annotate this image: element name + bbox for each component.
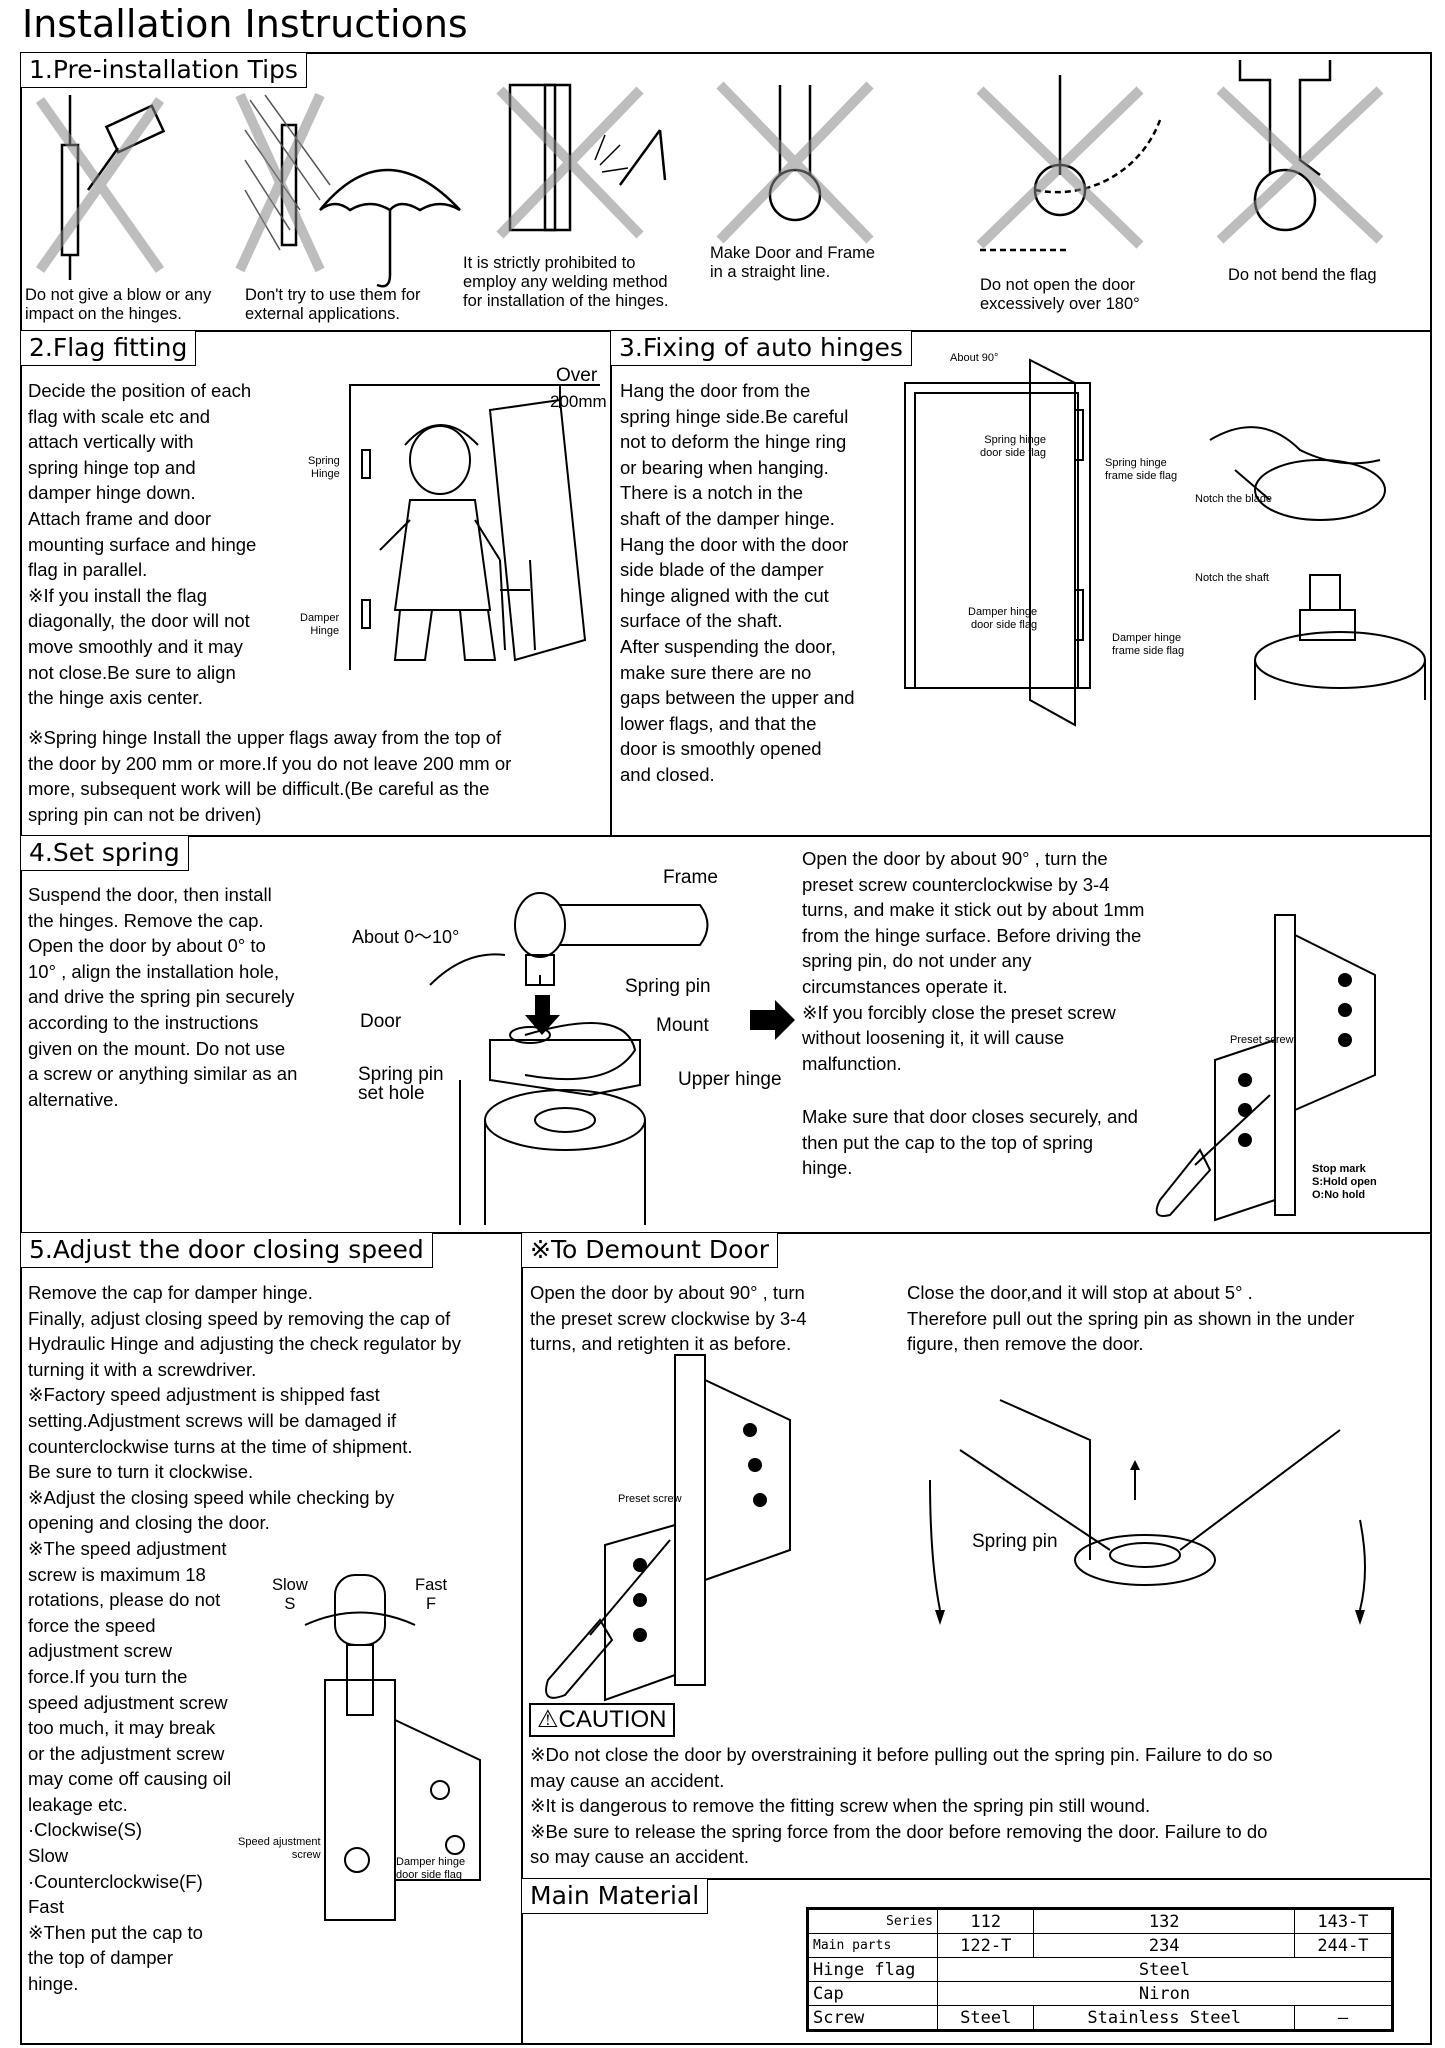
- section-6-label: ※To Demount Door: [522, 1233, 779, 1268]
- slow-label: Slow S: [272, 1576, 308, 1613]
- section-5-label: 5.Adjust the door closing speed: [21, 1233, 433, 1268]
- upper-hinge-label: Upper hinge: [678, 1069, 782, 1090]
- spring-pin-set-hole-label: Spring pin set hole: [358, 1064, 444, 1104]
- preset-screw-label: Preset screw: [1230, 1034, 1294, 1046]
- frame-label: Frame: [663, 867, 718, 888]
- section-2-label: 2.Flag fitting: [21, 331, 197, 366]
- table-cell: 143-T: [1293, 1908, 1394, 1934]
- spring-hinge-label: Spring Hinge: [308, 455, 340, 480]
- stop-mark-label: Stop mark S:Hold open O:No hold: [1312, 1163, 1377, 1201]
- notch-shaft-label: Notch the shaft: [1195, 572, 1269, 584]
- mount-label: Mount: [656, 1015, 709, 1036]
- caution-badge: ⚠CAUTION: [529, 1703, 675, 1737]
- set-spring-text-right-2: Make sure that door closes securely, and…: [802, 1106, 1138, 1179]
- table-cell: Niron: [937, 1981, 1393, 2006]
- flag-fitting-text: Decide the position of each flag with sc…: [28, 380, 257, 709]
- series-header: Series: [807, 1908, 938, 1934]
- instruction-frame: [20, 52, 1432, 2045]
- about-90-label: About 90°: [950, 352, 999, 364]
- table-cell: 122-T: [936, 1933, 1035, 1958]
- pre-installation-illustrations: [35, 60, 1384, 288]
- divider: [521, 1232, 523, 2045]
- part-name: Hinge flag: [807, 1957, 938, 1982]
- tip-caption-6: Do not bend the flag: [1228, 266, 1377, 284]
- section-4-label: 4.Set spring: [21, 836, 189, 871]
- table-cell: Steel: [936, 2005, 1035, 2031]
- table-cell: 234: [1033, 1933, 1295, 1958]
- divider: [521, 1878, 1432, 1880]
- section-1-label: 1.Pre-installation Tips: [21, 53, 307, 88]
- flag-fitting-illustration: [349, 384, 600, 670]
- table-cell: —: [1293, 2005, 1394, 2031]
- set-spring-illustration: [429, 892, 1376, 1225]
- fixing-text: Hang the door from the spring hinge side…: [620, 380, 855, 785]
- over-label: Over: [556, 365, 598, 386]
- material-table: Series 112 132 143-T Main parts 122-T 23…: [806, 1907, 1394, 2032]
- tip-caption-4: Make Door and Frame in a straight line.: [710, 244, 876, 281]
- section-7-label: Main Material: [522, 1879, 709, 1914]
- tip-caption-1: Do not give a blow or any impact on the …: [25, 286, 212, 323]
- part-name: Screw: [807, 2005, 938, 2031]
- tip-caption-3: It is strictly prohibited to employ any …: [463, 254, 669, 310]
- demount-text-right: Close the door,and it will stop at about…: [907, 1282, 1355, 1355]
- demount-text-left: Open the door by about 90° , turn the pr…: [530, 1282, 807, 1355]
- table-cell: 112: [936, 1908, 1035, 1934]
- damper-frame-flag-label: Damper hinge frame side flag: [1112, 632, 1185, 657]
- table-cell: Steel: [937, 1957, 1393, 1982]
- spring-door-flag-label: Spring hinge door side flag: [980, 434, 1047, 459]
- mm-label: 200mm: [550, 392, 607, 411]
- speed-screw-label: Speed ajustment screw: [238, 1836, 321, 1861]
- door-label: Door: [360, 1011, 402, 1032]
- tip-caption-2: Don't try to use them for external appli…: [245, 286, 421, 323]
- tip-caption-5: Do not open the door excessively over 18…: [980, 276, 1140, 313]
- fast-label: Fast F: [415, 1576, 448, 1613]
- set-spring-text-right: Open the door by about 90° , turn the pr…: [802, 848, 1145, 1074]
- adjust-speed-text: Remove the cap for damper hinge. Finally…: [28, 1282, 461, 1995]
- set-spring-text: Suspend the door, then install the hinge…: [28, 884, 298, 1110]
- table-cell: 244-T: [1293, 1933, 1394, 1958]
- divider: [20, 835, 1432, 837]
- spring-frame-flag-label: Spring hinge frame side flag: [1105, 457, 1178, 482]
- section-3-label: 3.Fixing of auto hinges: [611, 331, 912, 366]
- damper-door-flag-label-2: Damper hinge door side flag: [396, 1856, 466, 1881]
- spring-pin-label-2: Spring pin: [972, 1531, 1058, 1552]
- fixing-illustration: [904, 358, 1426, 727]
- flag-fitting-note: ※Spring hinge Install the upper flags aw…: [28, 727, 512, 825]
- caution-text: ※Do not close the door by overstraining …: [530, 1744, 1273, 1868]
- page-title: Installation Instructions: [22, 2, 468, 46]
- about-0-10-label: About 0～10°: [352, 927, 460, 947]
- parts-header: Main parts: [807, 1933, 938, 1958]
- part-name: Cap: [807, 1981, 938, 2006]
- table-cell: 132: [1033, 1908, 1295, 1934]
- divider: [610, 330, 612, 835]
- damper-hinge-label: Damper Hinge: [300, 612, 340, 637]
- table-cell: Stainless Steel: [1033, 2005, 1295, 2031]
- spring-pin-label: Spring pin: [625, 976, 711, 997]
